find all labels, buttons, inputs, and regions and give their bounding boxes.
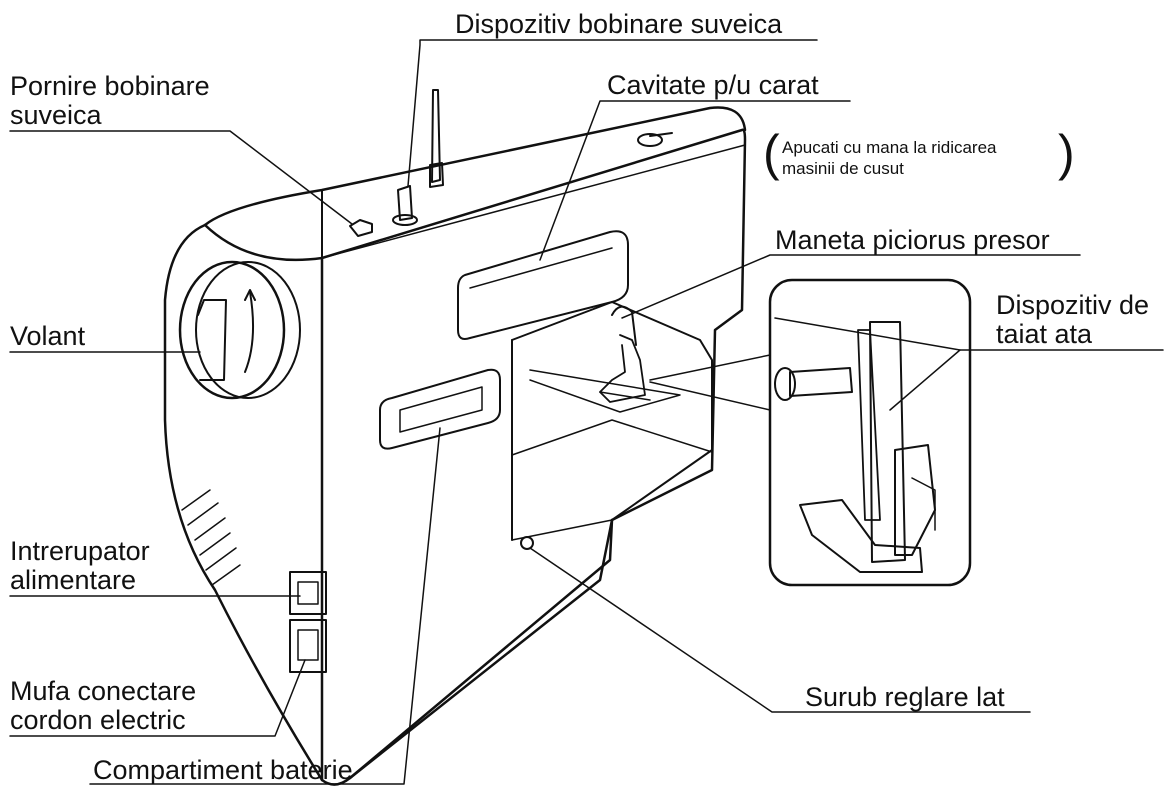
label-dispozitiv-taiat: Dispozitiv de taiat ata: [996, 291, 1149, 349]
leader-surub: [529, 547, 1031, 713]
note-paren-right: ): [1058, 125, 1075, 181]
leader-cavitate: [539, 100, 851, 261]
leader-lines: [9, 39, 1164, 785]
label-pornire-bobinare-line2: suveica: [10, 100, 102, 130]
leader-taiat: [889, 349, 1164, 411]
cutter-inset: [649, 278, 972, 587]
label-mufa-conectare: Mufa conectare cordon electric: [10, 677, 196, 735]
label-dispozitiv-taiat-line1: Dispozitiv de: [996, 290, 1150, 320]
leader-mufa: [9, 659, 306, 737]
label-dispozitiv-bobinare: Dispozitiv bobinare suveica: [455, 9, 783, 39]
leader-pornire: [9, 130, 353, 225]
leader-bobinare: [407, 39, 818, 187]
handwheel: [178, 260, 301, 400]
label-intrerupator-line2: alimentare: [10, 565, 137, 595]
handling-note: Apucati cu mana la ridicarea masinii de …: [782, 137, 997, 179]
label-cavitate-carat: Cavitate p/u carat: [607, 70, 819, 100]
leader-baterie: [89, 427, 441, 785]
note-paren-left: (: [763, 125, 780, 181]
label-dispozitiv-taiat-line2: taiat ata: [996, 319, 1093, 349]
leader-maneta: [621, 254, 1081, 319]
label-pornire-bobinare-line1: Pornire bobinare: [10, 71, 210, 101]
handling-note-line2: masinii de cusut: [782, 159, 904, 178]
label-intrerupator-line1: Intrerupator: [10, 536, 150, 566]
handling-note-line1: Apucati cu mana la ridicarea: [782, 138, 997, 157]
label-mufa-line1: Mufa conectare: [10, 676, 197, 706]
machine-body: [163, 89, 747, 786]
label-maneta-piciorus: Maneta piciorus presor: [775, 225, 1050, 255]
label-pornire-bobinare: Pornire bobinare suveica: [10, 72, 210, 130]
label-mufa-line2: cordon electric: [10, 705, 186, 735]
label-surub-reglare: Surub reglare lat: [805, 682, 1005, 712]
label-volant: Volant: [10, 321, 86, 351]
label-intrerupator: Intrerupator alimentare: [10, 537, 150, 595]
label-compartiment-baterie: Compartiment baterie: [93, 755, 353, 785]
